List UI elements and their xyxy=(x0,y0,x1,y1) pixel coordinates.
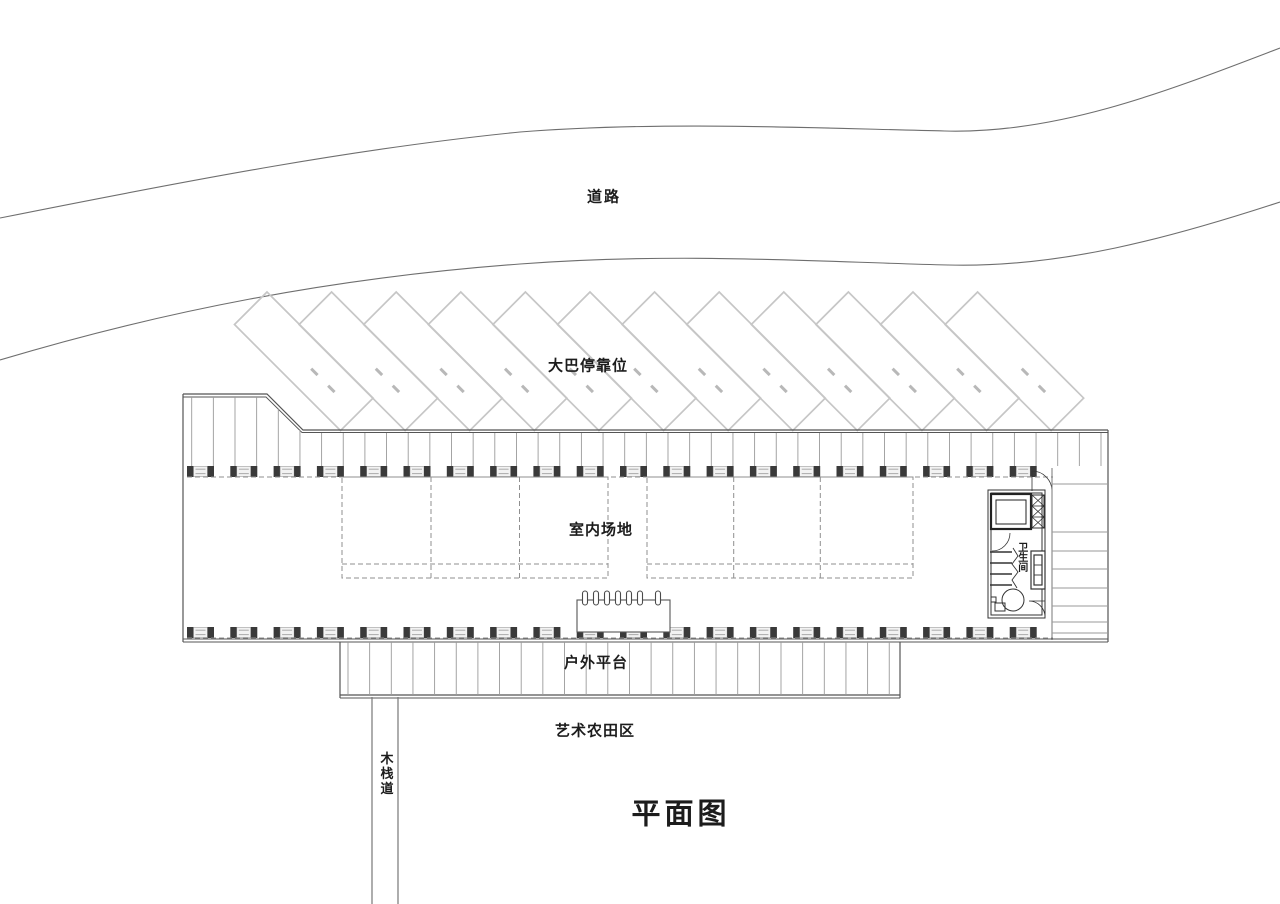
restroom-label: 卫生间 xyxy=(1015,542,1027,572)
bus-parking-label: 大巴停靠位 xyxy=(547,357,629,375)
indoor-venue-label: 室内场地 xyxy=(568,521,634,539)
plan-title: 平面图 xyxy=(631,798,731,831)
indoor-partitions xyxy=(341,476,914,579)
bus-parking-stalls xyxy=(233,290,1085,432)
boardwalk-label: 木栈道 xyxy=(378,751,394,797)
restroom-block xyxy=(987,470,1053,619)
road-label: 道路 xyxy=(586,188,622,206)
road-lines xyxy=(0,47,1280,361)
south-deck xyxy=(183,638,1108,699)
art-farmland-label: 艺术农田区 xyxy=(554,722,636,740)
outdoor-platform-label: 户外平台 xyxy=(563,654,629,672)
column-rows xyxy=(187,466,1053,639)
boardwalk-lines xyxy=(371,697,399,904)
east-strip xyxy=(1051,468,1108,640)
north-deck xyxy=(182,393,1109,642)
center-stage xyxy=(576,590,671,633)
